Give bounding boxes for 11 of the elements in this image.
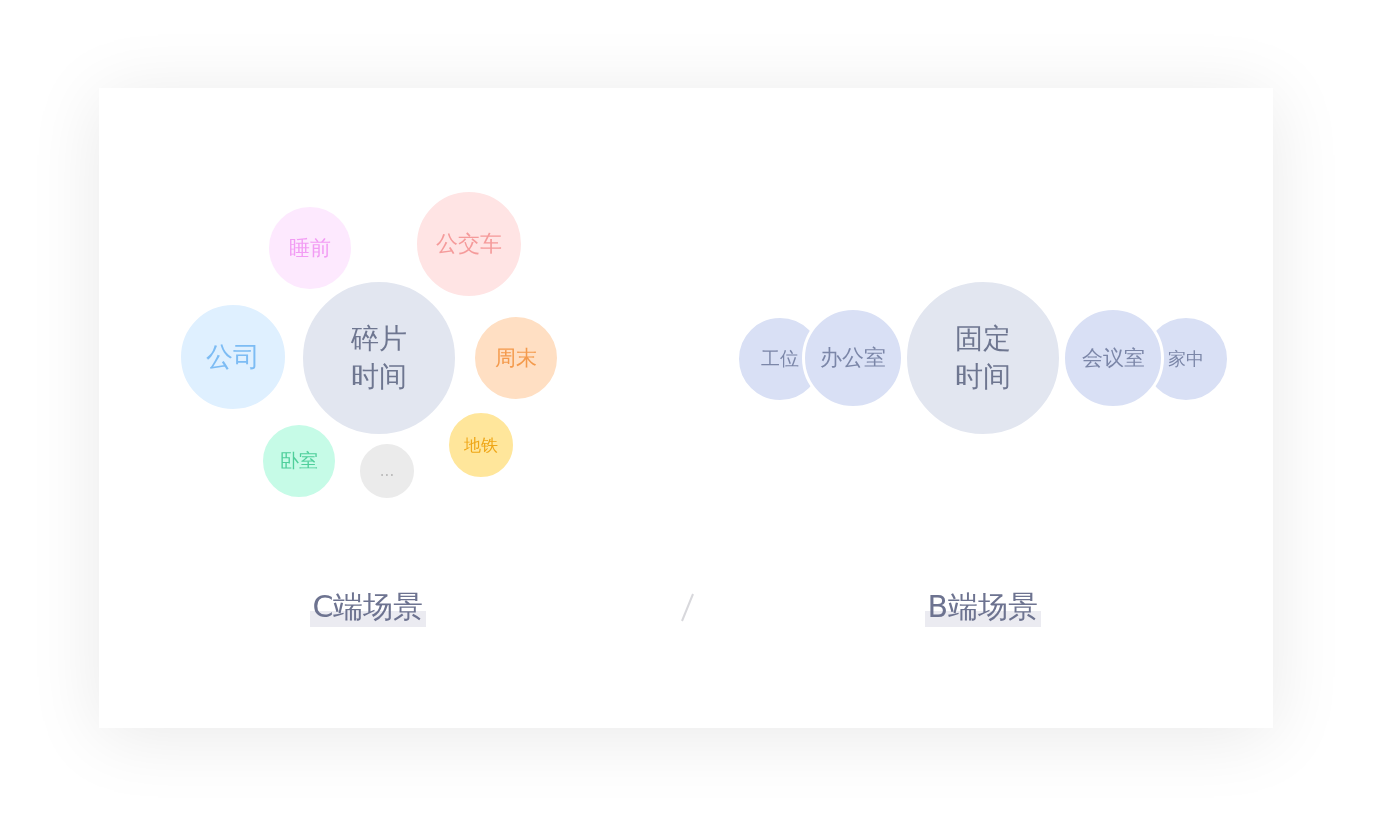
scene-bubble: 公交车: [414, 189, 524, 299]
scene-bubble: 会议室: [1062, 307, 1164, 409]
scene-bubble: 公司: [178, 302, 288, 412]
topic-bubble: 碎片时间: [300, 279, 458, 437]
scene-bubble: ...: [357, 441, 417, 501]
scene-bubble: 周末: [472, 314, 560, 402]
scene-bubble: 地铁: [446, 410, 516, 480]
scene-bubble: 办公室: [802, 307, 904, 409]
scene-bubble: 睡前: [266, 204, 354, 292]
scene-bubble: 卧室: [260, 422, 338, 500]
topic-bubble: 固定时间: [904, 279, 1062, 437]
